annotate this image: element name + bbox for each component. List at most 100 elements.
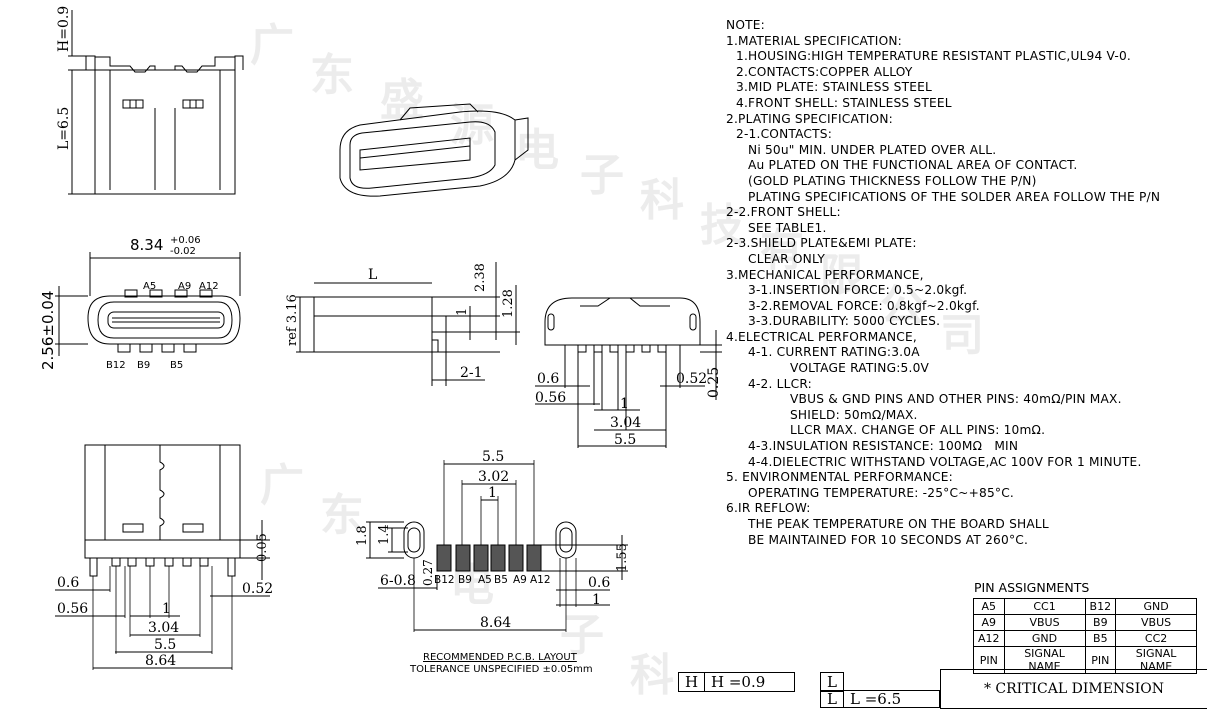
dim-width-tol-dn: -0.02 xyxy=(170,246,196,257)
dim-pcb-1: 1 xyxy=(488,485,497,501)
watermark-char: 公 xyxy=(880,280,924,331)
pcb-tolerance: TOLERANCE UNSPECIFIED ±0.05mm xyxy=(409,664,593,675)
dim-front-056: 0.56 xyxy=(535,390,566,406)
note-line: 3-1.INSERTION FORCE: 0.5~2.0kgf. xyxy=(748,283,968,298)
h-dimension-box: H H =0.9 xyxy=(678,672,795,692)
side-view: L 2.38 1.28 1 ref 3.16 2-1 xyxy=(285,262,520,386)
l-value: L =6.5 xyxy=(850,690,902,708)
note-line: 5. ENVIRONMENTAL PERFORMANCE: xyxy=(726,470,953,485)
l-row: L L =6.5 xyxy=(820,690,940,708)
watermark-char: 子 xyxy=(560,610,604,661)
watermark-char: 东 xyxy=(310,50,354,101)
note-line: 3.MID PLATE: STAINLESS STEEL xyxy=(736,80,933,95)
dim-bot-005: 0.05 xyxy=(255,533,270,562)
pcb-pin-b9: B9 xyxy=(458,574,472,586)
dim-front-304: 3.04 xyxy=(610,415,641,431)
note-line: 3-3.DURABILITY: 5000 CYCLES. xyxy=(748,314,941,329)
table-cell: A5 xyxy=(973,598,1005,615)
dim-width-tol-up: +0.06 xyxy=(170,235,201,246)
note-line: 2-2.FRONT SHELL: xyxy=(726,205,841,220)
front-view-right: 0.6 0.56 0.52 0.25 1 3.04 5.5 xyxy=(535,297,722,448)
table-cell: VBUS xyxy=(1115,614,1198,631)
note-line: CLEAR ONLY xyxy=(748,251,826,266)
note-line: SEE TABLE1. xyxy=(748,220,827,235)
watermark: 广 东 盛 源 电 子 科 技 有 限 公 司 广 东 电 子 科 xyxy=(250,20,984,701)
watermark-char: 科 xyxy=(640,175,684,226)
note-line: 4-4.DIELECTRIC WITHSTAND VOLTAGE,AC 100V… xyxy=(748,454,1142,469)
pcb-pin-b5: B5 xyxy=(494,574,508,586)
h-key: H xyxy=(679,673,705,691)
dim-pcb-55: 5.5 xyxy=(482,449,504,465)
note-line: 4-3.INSULATION RESISTANCE: 100MΩ MIN xyxy=(748,439,1019,454)
watermark-char: 广 xyxy=(250,20,294,71)
dim-front-55: 5.5 xyxy=(614,432,636,448)
table-cell: A12 xyxy=(973,630,1005,647)
table-cell: A9 xyxy=(973,614,1005,631)
note-line: 4.ELECTRICAL PERFORMANCE, xyxy=(726,329,917,344)
pin-table-title: PIN ASSIGNMENTS xyxy=(974,580,1090,595)
note-line: 2.CONTACTS:COPPER ALLOY xyxy=(736,64,913,79)
pcb-pin-b12: B12 xyxy=(434,574,455,586)
dim-side-238: 2.38 xyxy=(473,263,488,292)
dim-bot-1: 1 xyxy=(162,601,171,617)
note-line: 4-1. CURRENT RATING:3.0A xyxy=(748,345,920,360)
table-row: A9 VBUS B9 VBUS xyxy=(973,614,1198,631)
watermark-char: 源 xyxy=(450,100,494,151)
dim-h-label: H=0.9 xyxy=(56,6,72,52)
table-cell: GND xyxy=(1003,630,1086,647)
iso-view xyxy=(339,103,529,197)
note-line: 1.HOUSING:HIGH TEMPERATURE RESISTANT PLA… xyxy=(736,49,1131,64)
watermark-char: 有 xyxy=(760,225,804,276)
dim-side-128: 1.28 xyxy=(501,289,516,318)
note-line: VOLTAGE RATING:5.0V xyxy=(790,361,930,376)
note-line: BE MAINTAINED FOR 10 SECONDS AT 260°C. xyxy=(748,532,1029,547)
note-line: Au PLATED ON THE FUNCTIONAL AREA OF CONT… xyxy=(748,158,1078,173)
pcb-pin-a12: A12 xyxy=(530,574,551,586)
note-line: (GOLD PLATING THICKNESS FOLLOW THE P/N) xyxy=(748,173,1037,188)
dim-pcb-06: 0.6 xyxy=(588,575,610,591)
pin-label-a9: A9 xyxy=(178,281,191,292)
table-cell: CC1 xyxy=(1003,598,1086,615)
top-view: H=0.9 L=6.5 xyxy=(56,6,244,195)
dim-bot-55: 5.5 xyxy=(154,637,176,653)
dim-bot-052: 0.52 xyxy=(242,581,273,597)
table-cell: B9 xyxy=(1084,614,1117,631)
l-dimension-box: L L L =6.5 xyxy=(820,672,940,708)
pin-table: A5 CC1 B12 GND A9 VBUS B9 VBUS A12 GND B… xyxy=(973,598,1198,674)
note-line: Ni 50u" MIN. UNDER PLATED OVER ALL. xyxy=(748,142,997,157)
dim-pcb-155: 1.55 xyxy=(615,543,630,572)
note-line: 2-3.SHIELD PLATE&EMI PLATE: xyxy=(726,236,917,251)
note-line: 6.IR REFLOW: xyxy=(726,501,811,516)
dim-pcb-864: 8.64 xyxy=(480,615,511,631)
watermark-char: 技 xyxy=(700,200,744,251)
watermark-char: 电 xyxy=(515,125,559,176)
watermark-char: 子 xyxy=(580,150,624,201)
dim-pcb-027: 0.27 xyxy=(421,559,435,586)
pcb-caption: RECOMMENDED P.C.B. LAYOUT xyxy=(423,652,578,663)
watermark-char: 广 xyxy=(260,460,304,511)
pin-label-b12: B12 xyxy=(106,360,126,371)
dim-l-label: L=6.5 xyxy=(56,107,72,150)
pin-label-a12: A12 xyxy=(199,281,219,292)
note-line: 4-2. LLCR: xyxy=(748,376,812,391)
dim-pcb-18: 1.8 xyxy=(355,525,370,546)
note-line: PLATING SPECIFICATIONS OF THE SOLDER ARE… xyxy=(748,189,1161,204)
note-line: 2.PLATING SPECIFICATION: xyxy=(726,111,893,126)
note-line: OPERATING TEMPERATURE: -25°C~+85°C. xyxy=(748,485,1014,500)
table-cell: B5 xyxy=(1084,630,1117,647)
pcb-pin-a9: A9 xyxy=(513,574,527,586)
watermark-char: 限 xyxy=(820,250,864,301)
dim-pcb-1b: 1 xyxy=(592,592,601,608)
watermark-char: 科 xyxy=(630,650,674,701)
dim-pcb-302: 3.02 xyxy=(478,469,509,485)
dim-front-052: 0.52 xyxy=(676,371,707,387)
l-key: L xyxy=(820,672,844,692)
note-line: SHIELD: 50mΩ/MAX. xyxy=(790,407,918,422)
pin-label-b9: B9 xyxy=(137,360,150,371)
note-line: 1.MATERIAL SPECIFICATION: xyxy=(726,33,902,48)
dim-pcb-14: 1.4 xyxy=(377,524,392,545)
table-cell: VBUS xyxy=(1003,614,1086,631)
pin-label-a5: A5 xyxy=(143,281,156,292)
dim-front-025: 0.25 xyxy=(706,367,722,398)
note-line: 3.MECHANICAL PERFORMANCE, xyxy=(726,267,924,282)
